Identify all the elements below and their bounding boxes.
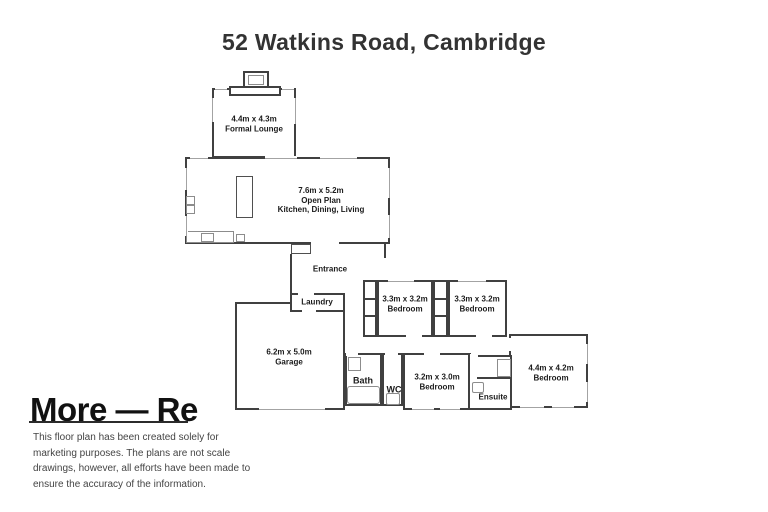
window	[388, 279, 414, 283]
garage-door-opening-internal	[302, 310, 316, 314]
bedroom-2-label: 3.3m x 3.2m Bedroom	[454, 295, 499, 314]
window	[520, 405, 544, 409]
window	[293, 98, 297, 124]
room-laundry	[290, 293, 345, 312]
formal-lounge-label: 4.4m x 4.3m Formal Lounge	[225, 115, 283, 134]
room-bedroom-4	[509, 334, 588, 408]
entrance-left-wall	[290, 254, 292, 293]
garage-name: Garage	[275, 357, 303, 366]
wc-name: WC	[386, 384, 402, 395]
window	[440, 407, 460, 411]
window	[458, 279, 486, 283]
kitchen-sink	[186, 196, 195, 205]
kitchen-island	[236, 176, 253, 218]
window	[282, 87, 294, 91]
bathtub	[347, 386, 380, 404]
room-formal-lounge	[212, 88, 296, 158]
open-plan-name: Open Plan	[301, 195, 341, 205]
garage-dims: 6.2m x 5.0m	[266, 347, 312, 357]
bedroom-3-label: 3.2m x 3.0m Bedroom	[414, 373, 459, 392]
open-plan-name2: Kitchen, Dining, Living	[277, 204, 365, 214]
formal-lounge-name: Formal Lounge	[225, 124, 283, 133]
bedroom-2-dims: 3.3m x 3.2m	[454, 294, 500, 304]
garage-label: 6.2m x 5.0m Garage	[266, 348, 311, 367]
garage-door-opening	[259, 407, 325, 411]
brand-logo: More — Re	[30, 391, 198, 428]
entrance-name: Entrance	[312, 264, 348, 274]
bedroom-4-door-opening	[509, 338, 513, 351]
disclaimer-line: This floor plan has been created solely …	[33, 432, 219, 443]
window	[412, 407, 434, 411]
window	[210, 98, 214, 122]
bath-door-opening	[346, 352, 358, 356]
bedroom-4-dims: 4.4m x 4.2m	[528, 363, 574, 373]
entrance-right-wall	[384, 244, 386, 258]
window	[585, 344, 589, 364]
laundry-name: Laundry	[301, 297, 333, 307]
chimney-base	[229, 86, 281, 96]
bedroom-3-name: Bedroom	[419, 382, 455, 391]
disclaimer-line: ensure the accuracy of the information.	[33, 478, 206, 490]
porch-step	[291, 244, 311, 254]
room-bedroom-3	[403, 353, 471, 410]
wc-label: WC	[387, 385, 402, 395]
disclaimer-line: drawings, however, all efforts have been…	[33, 463, 251, 474]
window	[387, 168, 391, 198]
laundry-label: Laundry	[301, 297, 333, 307]
ensuite-label: Ensuite	[479, 392, 508, 402]
window	[585, 382, 589, 402]
ensuite-door-opening	[470, 354, 478, 358]
divider-line	[29, 421, 188, 423]
bedroom-1-dims: 3.3m x 3.2m	[382, 294, 428, 304]
chimney-flue	[248, 75, 264, 85]
room-open-plan	[185, 157, 390, 244]
bedroom-4-name: Bedroom	[533, 373, 569, 382]
wardrobe-1	[363, 280, 377, 337]
window	[184, 216, 188, 236]
window	[190, 156, 208, 160]
stove	[201, 233, 214, 242]
ensuite-toilet	[472, 382, 484, 393]
ensuite-shower	[497, 359, 511, 377]
disclaimer-line: marketing purposes. The plans are not sc…	[33, 447, 231, 459]
wardrobe-1-shelf	[364, 298, 376, 300]
formal-lounge-dims: 4.4m x 4.3m	[231, 114, 277, 124]
wardrobe-2-shelf	[434, 298, 447, 300]
bath-label: Bath	[353, 376, 373, 386]
bedroom-3-dims: 3.2m x 3.0m	[414, 372, 460, 382]
bedroom-2-door-opening	[476, 335, 492, 339]
window	[387, 215, 391, 238]
kitchen-sink	[186, 205, 195, 214]
room-bedroom-1	[377, 280, 433, 337]
laundry-door-opening	[298, 291, 314, 295]
entrance-label: Entrance	[313, 264, 347, 274]
ensuite-shower-wall	[477, 377, 512, 379]
open-plan-dims: 7.6m x 5.2m	[298, 185, 344, 195]
page-title: 52 Watkins Road, Cambridge	[222, 29, 546, 55]
kitchen-appliance	[236, 234, 245, 242]
bath-vanity	[348, 357, 361, 371]
bedroom-1-label: 3.3m x 3.2m Bedroom	[382, 295, 427, 314]
wc-toilet	[386, 393, 400, 405]
wardrobe-1-shelf	[364, 315, 376, 317]
window	[552, 405, 574, 409]
bedroom-2-name: Bedroom	[459, 304, 495, 313]
window	[184, 168, 188, 190]
wc-door-opening	[385, 352, 398, 356]
bedroom-1-door-opening	[406, 335, 422, 339]
wardrobe-2	[433, 280, 448, 337]
bedroom-4-label: 4.4m x 4.2m Bedroom	[528, 364, 573, 383]
wardrobe-2-shelf	[434, 315, 447, 317]
bedroom-3-door-opening	[424, 352, 440, 356]
front-door-opening	[311, 241, 339, 245]
window	[320, 156, 357, 160]
open-plan-label: 7.6m x 5.2m Open Plan Kitchen, Dining, L…	[278, 186, 365, 215]
ensuite-name: Ensuite	[478, 392, 508, 402]
window	[265, 156, 297, 160]
bedroom-1-name: Bedroom	[387, 304, 423, 313]
disclaimer-text: This floor plan has been created solely …	[33, 430, 250, 492]
bath-name: Bath	[353, 375, 373, 386]
window	[215, 87, 227, 91]
